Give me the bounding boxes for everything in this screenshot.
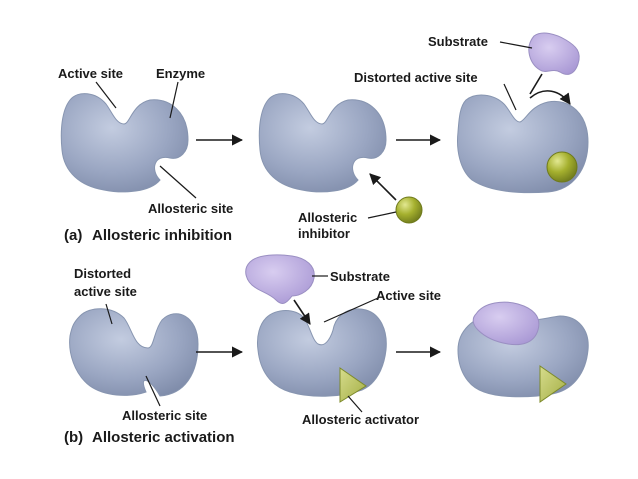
substrate-label: Substrate xyxy=(330,269,390,284)
enzyme-shape xyxy=(60,93,189,193)
distorted-active-site-label: Distorted active site xyxy=(354,70,478,85)
panel-a-caption-prefix: (a) xyxy=(64,227,82,244)
substrate-blob xyxy=(245,254,315,304)
allosteric-site-label: Allosteric site xyxy=(148,201,233,216)
leader-line xyxy=(145,375,161,407)
inhibitor-label-line1: Allosteric xyxy=(298,210,357,225)
leader-line xyxy=(159,165,197,199)
inhibitor-label-line2: inhibitor xyxy=(298,226,350,241)
enzyme-shape xyxy=(69,308,199,397)
active-site-label: Active site xyxy=(58,66,123,81)
panel-b-caption-prefix: (b) xyxy=(64,429,83,446)
inhibitor-ball xyxy=(395,196,423,224)
leader-line xyxy=(499,41,533,49)
inhibitor-ball xyxy=(546,151,578,183)
enzyme-label: Enzyme xyxy=(156,66,205,81)
allosteric-site-label: Allosteric site xyxy=(122,408,207,423)
substrate-approach-line xyxy=(529,73,543,95)
panel-b: Distorted active site Allosteric site Su… xyxy=(64,254,589,446)
approach-arrow xyxy=(293,299,311,325)
substrate-blob xyxy=(528,32,580,75)
leader-line xyxy=(347,395,363,413)
active-site-label: Active site xyxy=(376,288,441,303)
leader-line xyxy=(169,81,179,119)
panel-a: Active site Enzyme Allosteric site Allos… xyxy=(58,32,589,244)
enzyme-shape xyxy=(257,308,387,397)
panel-b-caption: Allosteric activation xyxy=(92,429,235,446)
activator-label: Allosteric activator xyxy=(302,412,419,427)
leader-line xyxy=(323,297,379,323)
leader-line xyxy=(367,211,397,219)
leader-line xyxy=(105,303,113,325)
leader-line xyxy=(95,81,117,109)
panel-a-caption: Allosteric inhibition xyxy=(92,227,232,244)
deflect-arrow xyxy=(529,90,571,105)
activator-triangle xyxy=(539,365,567,403)
distorted-active-site-label-line1: Distorted xyxy=(74,266,131,281)
approach-arrow xyxy=(369,173,397,201)
substrate-blob xyxy=(472,301,540,346)
enzyme-shape xyxy=(258,93,387,193)
distorted-active-site-label-line2: active site xyxy=(74,284,137,299)
activator-triangle xyxy=(339,367,367,403)
substrate-label: Substrate xyxy=(428,34,488,49)
leader-line xyxy=(503,83,517,111)
